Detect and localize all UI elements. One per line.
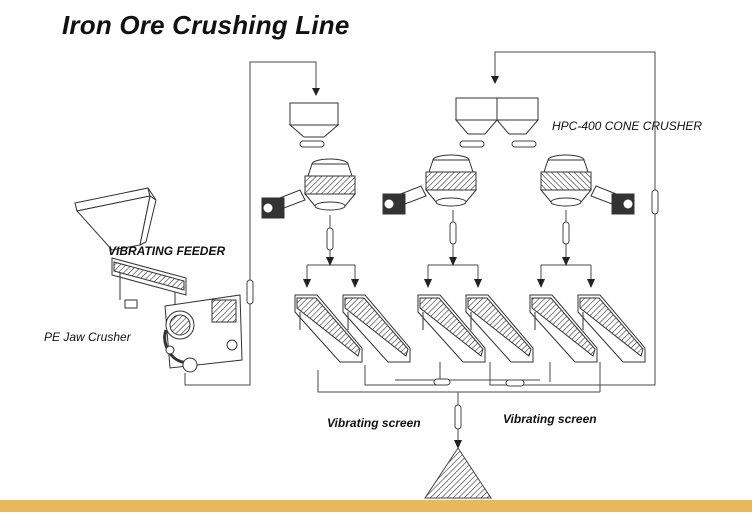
- vibrating-screen-2: [342, 294, 411, 363]
- label-cone-crusher: HPC-400 CONE CRUSHER: [552, 119, 703, 133]
- vibrating-screens: [294, 294, 646, 363]
- label-vibrating-screen-left: Vibrating screen: [327, 416, 421, 430]
- flow-lines: [184, 51, 656, 445]
- feed-hopper: [74, 187, 157, 251]
- belt-conveyors: [246, 140, 659, 430]
- vibrating-screen-6: [577, 294, 646, 363]
- jaw-crusher: [163, 294, 243, 373]
- vibrating-screen-4: [465, 294, 534, 363]
- cone-crusher-middle: [382, 154, 478, 215]
- page-title: Iron Ore Crushing Line: [62, 10, 350, 40]
- cone-crusher-right: [539, 154, 635, 215]
- silo-left: [288, 102, 340, 138]
- vibrating-screen-5: [529, 294, 598, 363]
- vibrating-screen-3: [417, 294, 486, 363]
- silo-double: [454, 97, 540, 135]
- flow-arrows: [303, 76, 595, 449]
- bottom-bar: [0, 500, 752, 512]
- label-vibrating-screen-right: Vibrating screen: [503, 412, 597, 426]
- product-stockpile: [424, 447, 492, 499]
- label-jaw-crusher: PE Jaw Crusher: [44, 330, 131, 344]
- label-vibrating-feeder: VIBRATING FEEDER: [108, 244, 226, 258]
- vibrating-screen-1: [294, 294, 363, 363]
- vibrating-feeder: [111, 257, 187, 310]
- cone-crusher-left: [261, 158, 357, 219]
